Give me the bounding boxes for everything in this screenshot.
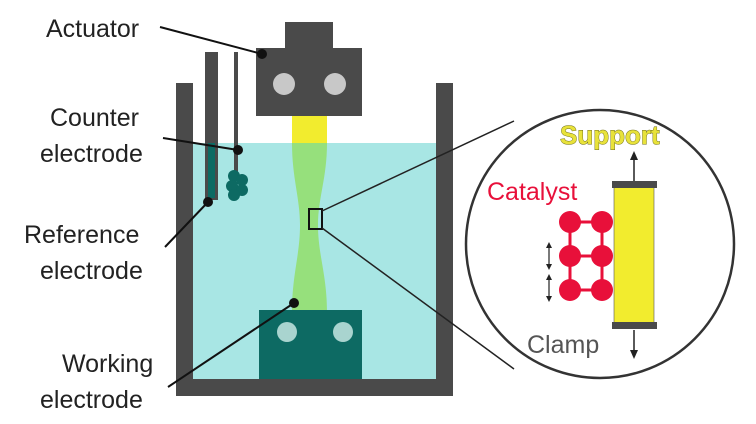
label-reference-line1: Reference <box>24 221 139 249</box>
tension-arrow-up-head <box>630 151 638 160</box>
label-support: Support <box>560 120 660 150</box>
clamp-bar-top <box>612 181 657 188</box>
counter-electrode-coil <box>226 170 248 201</box>
catalyst-lattice <box>559 211 613 301</box>
catalyst-atom <box>591 211 613 233</box>
clamp-bar-bottom <box>612 322 657 329</box>
catalyst-atom <box>559 279 581 301</box>
actuator-bolt-right <box>324 73 346 95</box>
leader-reference <box>164 201 209 248</box>
label-working-line2: electrode <box>40 386 143 414</box>
container-left-wall <box>176 83 193 396</box>
label-actuator: Actuator <box>46 15 139 43</box>
container-bottom <box>176 379 453 396</box>
support-strip <box>292 112 327 146</box>
container-right-wall <box>436 83 453 396</box>
catalyst-atom <box>591 279 613 301</box>
zoom-line-top <box>321 120 515 212</box>
catalyst-atom <box>559 211 581 233</box>
zoom-line-bottom <box>321 227 515 370</box>
leader-working <box>167 302 295 388</box>
magnified-view <box>546 151 657 359</box>
label-catalyst: Catalyst <box>487 178 577 206</box>
label-counter-line1: Counter <box>50 104 139 132</box>
label-counter-line2: electrode <box>40 140 143 168</box>
reference-electrode-body <box>208 143 215 198</box>
catalyst-atom <box>559 245 581 267</box>
magnified-view-circle <box>464 108 736 380</box>
leader-lines <box>159 26 299 388</box>
label-reference-line2: electrode <box>40 257 143 285</box>
label-clamp: Clamp <box>527 331 599 359</box>
actuator <box>256 22 362 116</box>
clamp-bolt-right <box>333 322 353 342</box>
catalyst-atom <box>591 245 613 267</box>
leader-counter <box>162 137 239 151</box>
strain-arrow-upper <box>546 242 552 270</box>
strain-arrow-lower <box>546 274 552 302</box>
counter-electrode-wire <box>234 52 238 172</box>
clamp-bolt-left <box>277 322 297 342</box>
tension-arrow-down-head <box>630 350 638 359</box>
bottom-clamp <box>259 310 362 379</box>
leader-actuator <box>159 26 263 55</box>
magnification-box <box>308 208 323 230</box>
label-working-line1: Working <box>62 350 153 378</box>
support-strip-zoom <box>613 186 655 326</box>
actuator-bolt-left <box>273 73 295 95</box>
